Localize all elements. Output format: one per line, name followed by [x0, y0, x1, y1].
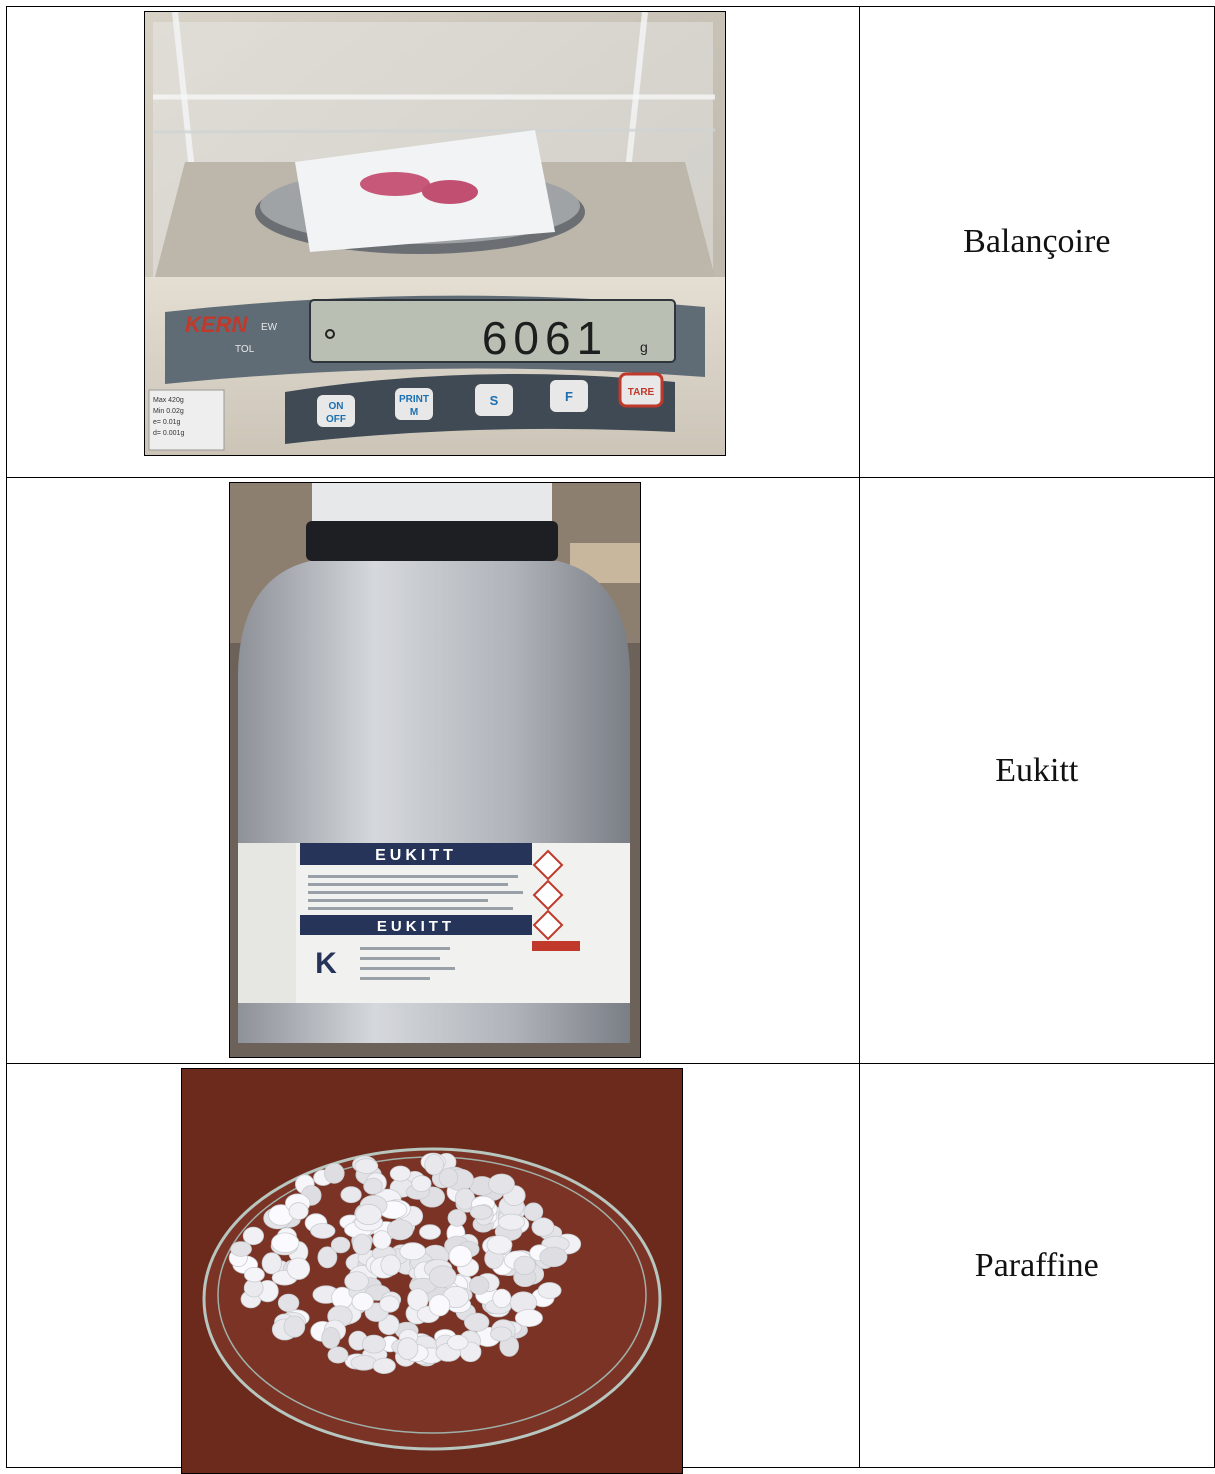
kern-brand: KERN	[185, 312, 248, 337]
paraffin-pellet	[514, 1308, 543, 1327]
paraffin-pellet	[389, 1165, 411, 1182]
paraffin-pellet	[486, 1235, 513, 1255]
label-cell-paraffine: Paraffine	[858, 1063, 1215, 1468]
paraffin-pellet	[363, 1177, 383, 1195]
paraffin-pellet	[537, 1282, 562, 1299]
paraffin-pellet	[397, 1337, 419, 1360]
paraffin-pellet	[380, 1254, 401, 1276]
paraffin-pellet	[428, 1265, 457, 1289]
paraffin-pellet	[372, 1357, 396, 1374]
paraffin-pellet	[407, 1288, 429, 1311]
paraffin-pellet	[261, 1252, 282, 1275]
materials-table: KERN EW TOL 6061 g ON OFF PRINT	[6, 6, 1215, 1474]
paraffin-pellet	[286, 1257, 311, 1280]
paraffin-pellet	[271, 1232, 300, 1254]
tol-label: TOL	[235, 344, 255, 355]
paraffin-pellet	[419, 1224, 441, 1240]
s-key: S	[490, 393, 499, 408]
m-key: M	[410, 407, 418, 418]
item-name-eukitt: Eukitt	[995, 751, 1079, 789]
photo-cell-eukitt: EUKITT EUKITT K	[6, 477, 860, 1064]
paraffin-pellet	[469, 1275, 490, 1295]
paraffin-pellet	[317, 1246, 338, 1269]
paraffin-pellets	[228, 1152, 582, 1374]
print-key: PRINT	[399, 394, 429, 405]
paraffin-pellet	[492, 1288, 512, 1309]
paraffine-dish-photo	[181, 1068, 683, 1474]
paraffin-pellet	[447, 1334, 469, 1351]
table-row-eukitt: EUKITT EUKITT K	[6, 477, 1215, 1064]
paraffin-pellet	[386, 1219, 414, 1241]
paraffin-pellet	[447, 1209, 467, 1227]
display-unit: g	[640, 339, 648, 355]
paraffin-pellet	[379, 1295, 400, 1313]
paraffin-pellet	[428, 1294, 451, 1317]
paraffin-pellet	[244, 1266, 265, 1283]
paraffin-pellet	[438, 1167, 459, 1188]
paraffin-pellet	[230, 1241, 252, 1257]
paraffin-pellet	[448, 1245, 473, 1268]
paraffin-pellet	[340, 1186, 362, 1204]
paraffin-pellet	[355, 1203, 382, 1226]
f-key: F	[565, 389, 573, 404]
model-label: EW	[261, 322, 278, 333]
table-row-balance: KERN EW TOL 6061 g ON OFF PRINT	[6, 6, 1215, 478]
paraffin-pellet	[242, 1226, 265, 1246]
paraffin-pellet	[330, 1236, 351, 1254]
paraffin-pellet	[327, 1346, 349, 1364]
paraffin-pellet	[523, 1202, 544, 1222]
display-reading: 6061	[482, 312, 608, 364]
label-cell-balance: Balançoire	[858, 6, 1215, 478]
eukitt-label-title: EUKITT	[375, 847, 457, 864]
paraffin-pellet	[351, 1292, 374, 1312]
tare-key: TARE	[628, 387, 655, 398]
paraffin-pellet	[411, 1175, 432, 1192]
paraffin-pellet	[352, 1233, 372, 1256]
paraffin-pellet	[321, 1326, 341, 1349]
off-key: OFF	[326, 414, 346, 425]
paraffin-pellet	[372, 1230, 392, 1250]
paraffin-pellet	[350, 1354, 377, 1371]
photo-cell-balance: KERN EW TOL 6061 g ON OFF PRINT	[6, 6, 860, 478]
paraffin-pellet	[277, 1293, 300, 1313]
label-cell-eukitt: Eukitt	[858, 477, 1215, 1064]
paraffin-pellet	[469, 1204, 493, 1220]
paraffin-pellet	[344, 1271, 369, 1292]
item-name-balance: Balançoire	[963, 223, 1111, 260]
paraffin-pellet	[488, 1173, 515, 1195]
table-row-paraffine: Paraffine	[6, 1063, 1215, 1474]
spec-d: d= 0.001g	[153, 430, 184, 437]
paraffin-pellet	[539, 1246, 568, 1268]
on-key: ON	[329, 401, 344, 412]
spec-e: e= 0.01g	[153, 419, 181, 426]
k-logo: K	[315, 947, 337, 980]
paraffin-pellet	[424, 1154, 444, 1176]
photo-cell-paraffine	[6, 1063, 860, 1474]
spec-max: Max 420g	[153, 397, 184, 404]
paraffin-pellet	[490, 1326, 513, 1342]
paraffin-pellet	[283, 1315, 306, 1338]
paraffin-pellet	[310, 1223, 336, 1239]
spec-min: Min 0.02g	[153, 408, 184, 415]
eukitt-bottle-photo: EUKITT EUKITT K	[229, 482, 641, 1058]
eukitt-label-title-2: EUKITT	[377, 918, 455, 935]
paraffin-pellet	[531, 1217, 555, 1237]
paraffin-pellet	[497, 1213, 526, 1231]
paraffin-pellet	[288, 1202, 309, 1220]
paraffin-pellet	[354, 1158, 379, 1174]
item-name-paraffine: Paraffine	[974, 1246, 1099, 1284]
precision-balance-photo: KERN EW TOL 6061 g ON OFF PRINT	[144, 11, 726, 456]
paraffin-pellet	[361, 1334, 386, 1354]
paraffin-pellet	[399, 1242, 427, 1261]
paraffin-pellet	[324, 1162, 345, 1184]
paraffin-pellet	[464, 1312, 490, 1332]
paraffin-pellet	[513, 1255, 536, 1276]
